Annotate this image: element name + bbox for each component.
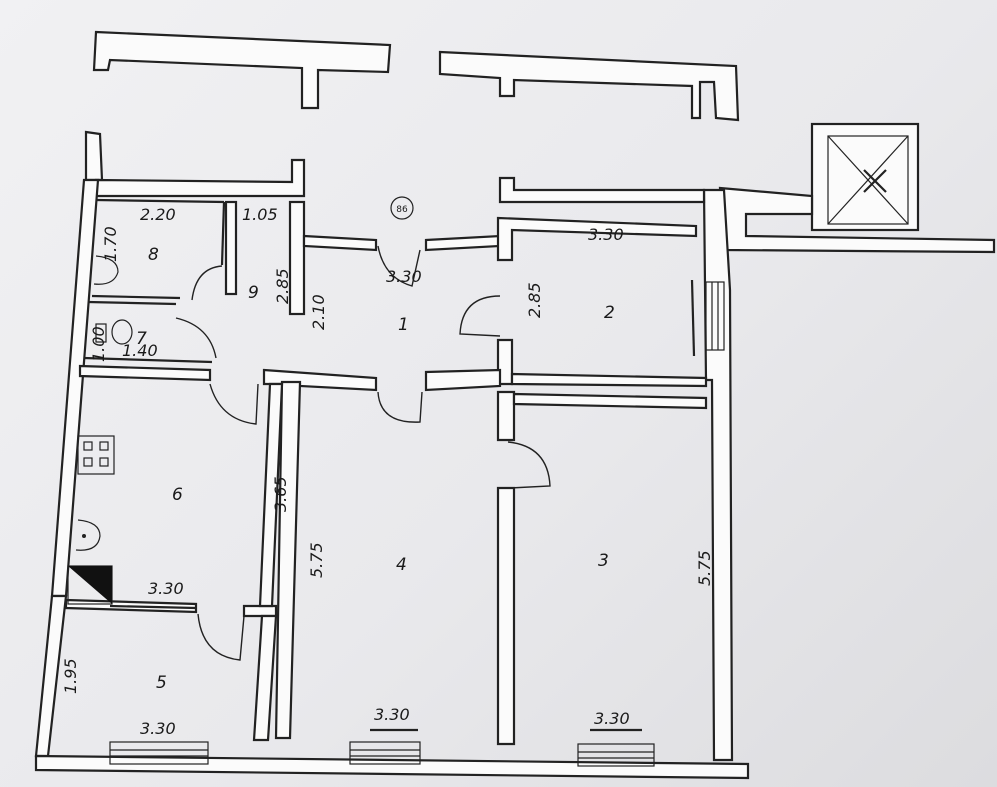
toilet-icon — [95, 319, 133, 345]
landing-wall — [718, 186, 996, 254]
plan-label: 86 — [396, 205, 408, 215]
plan-label-circle — [390, 196, 414, 220]
room8-height-dim: 1.70 — [101, 226, 120, 262]
room-9-number: 9 — [248, 283, 259, 303]
room-2-number: 2 — [604, 303, 615, 323]
outer-walls — [34, 130, 750, 780]
room-7-number: 7 — [136, 329, 147, 349]
room3-height-dim: 5.75 — [695, 550, 714, 586]
room1-width-dim: 3.30 — [386, 267, 422, 286]
room9-height-dim: 2.85 — [273, 268, 292, 304]
boiler-icon — [67, 565, 113, 605]
room2-height-dim: 2.85 — [525, 282, 544, 318]
fixtures — [67, 196, 414, 605]
room7-height-dim: 1.00 — [89, 326, 108, 362]
room4-width-dim: 3.30 — [374, 705, 410, 724]
room-8-number: 8 — [148, 245, 159, 265]
interior-walls — [64, 198, 708, 746]
room2-width-dim: 3.30 — [588, 225, 624, 244]
doors — [175, 245, 551, 661]
room5-width-dim: 3.30 — [140, 719, 176, 738]
stair-block — [810, 122, 920, 232]
room5-height-dim: 1.95 — [61, 658, 80, 694]
room-4-number: 4 — [396, 555, 407, 575]
room7-width-dim: 1.40 — [122, 341, 158, 360]
balcony-left — [92, 30, 392, 110]
room-5-number: 5 — [156, 673, 167, 693]
corridor-height-dim: 2.10 — [309, 294, 328, 330]
windows — [109, 279, 725, 767]
room8-width-dim: 2.20 — [140, 205, 176, 224]
room3-width-dim: 3.30 — [594, 709, 630, 728]
room9-width-dim: 1.05 — [242, 205, 278, 224]
washbasin-icon — [93, 255, 119, 285]
stove-icon — [77, 435, 115, 475]
room-1-number: 1 — [398, 315, 409, 335]
room6-height-dim: 3.65 — [271, 476, 290, 512]
room4-height-dim: 5.75 — [307, 542, 326, 578]
balcony-right — [438, 50, 740, 122]
room6-width-dim: 3.30 — [148, 579, 184, 598]
room-3-number: 3 — [598, 551, 609, 571]
sink-icon — [75, 519, 101, 551]
room-6-number: 6 — [172, 485, 183, 505]
